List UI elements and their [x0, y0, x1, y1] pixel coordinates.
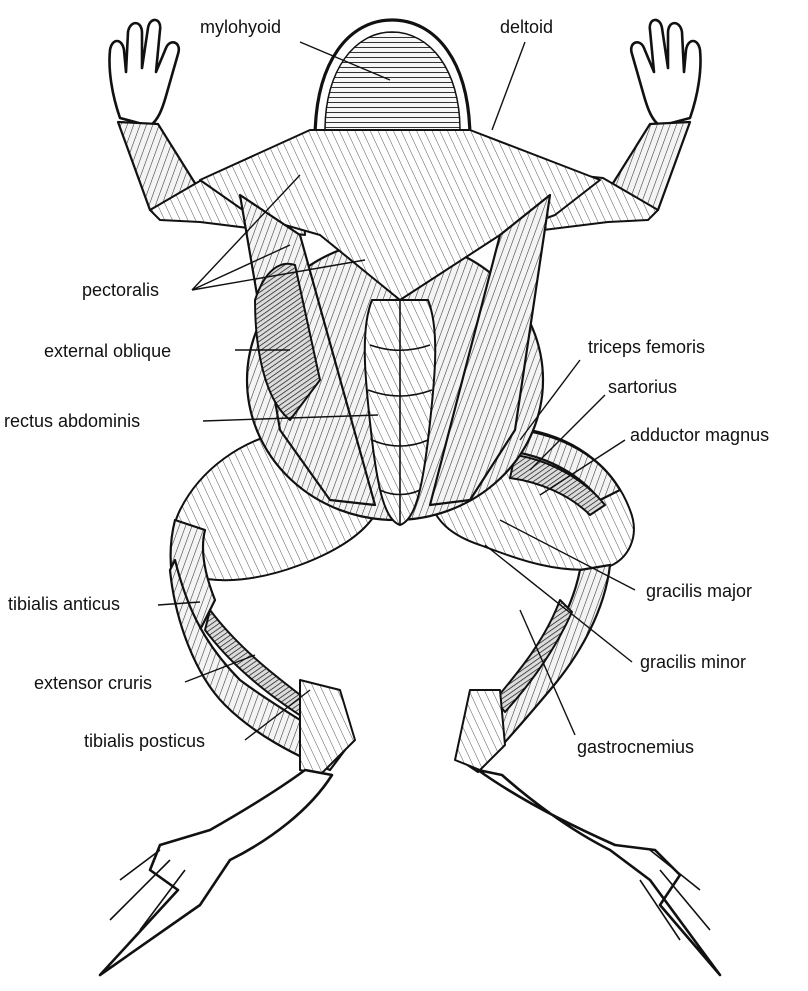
left-hand — [109, 20, 178, 126]
left-foot — [100, 770, 332, 975]
label-mylohyoid: mylohyoid — [200, 17, 281, 37]
label-gastrocnemius: gastrocnemius — [577, 737, 694, 757]
label-sartorius: sartorius — [608, 377, 677, 397]
label-pectoralis: pectoralis — [82, 280, 159, 300]
right-hand — [631, 20, 700, 126]
label-extensor-cruris: extensor cruris — [34, 673, 152, 693]
label-tibialis-anticus: tibialis anticus — [8, 594, 120, 614]
label-tibialis-posticus: tibialis posticus — [84, 731, 205, 751]
label-gracilis-major: gracilis major — [646, 581, 752, 601]
label-rectus-abdominis: rectus abdominis — [4, 411, 140, 431]
label-triceps-femoris: triceps femoris — [588, 337, 705, 357]
label-deltoid: deltoid — [500, 17, 553, 37]
right-foot — [478, 770, 720, 975]
label-external-oblique: external oblique — [44, 341, 171, 361]
label-gracilis-minor: gracilis minor — [640, 652, 746, 672]
label-adductor-magnus: adductor magnus — [630, 425, 769, 445]
